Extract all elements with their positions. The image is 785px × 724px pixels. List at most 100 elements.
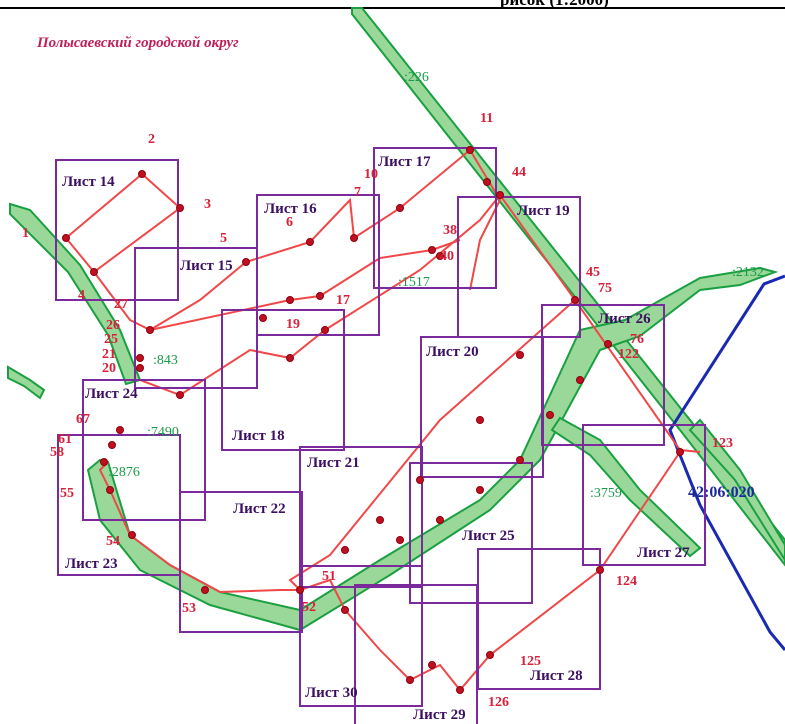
sheet-frames [55,147,706,724]
parcel-label: :2132 [732,265,764,280]
point-label: 123 [712,436,733,451]
sheet-frame-26 [541,304,665,446]
point-label: 44 [512,165,526,180]
sheet-frame-18 [221,309,345,451]
route-point [466,146,474,154]
route-point [546,411,554,419]
road-left-stub [7,365,46,400]
point-label: 52 [302,600,316,615]
route-lines [64,148,701,692]
point-labels: 1 2 3 4 5 6 7 10 11 17 19 20 21 25 26 27… [22,111,733,710]
point-label: 54 [106,534,120,549]
point-label: 126 [488,695,509,710]
route-point [316,292,324,300]
sheet-frame-30 [299,565,423,707]
route-point [376,516,384,524]
route-point [486,651,494,659]
region-title: Полысаевский городской округ [36,35,239,51]
parcel-label: :226 [404,70,429,85]
point-label: 51 [322,569,336,584]
sheet-label: Лист 14 [62,174,115,190]
route-point [350,234,358,242]
point-label: 122 [618,347,639,362]
road-east-strip [688,418,785,562]
point-label: 20 [102,361,116,376]
route-point [496,191,504,199]
route-point [176,204,184,212]
route-point [136,364,144,372]
district-label: 42:06:020 [688,484,755,501]
point-label: 53 [182,601,196,616]
header-title: рисок (1:2000) [500,0,609,9]
sheet-frame-29 [354,584,478,724]
point-label: 17 [336,293,350,308]
route-point [286,296,294,304]
point-label: 76 [630,332,644,347]
point-label: 40 [440,249,454,264]
parcel-label: :843 [153,353,178,368]
sheet-frame-17 [373,147,497,289]
route-point [146,326,154,334]
route-point [396,536,404,544]
point-label: 55 [60,486,74,501]
sheet-label: Лист 18 [232,428,285,444]
point-label: 58 [50,445,64,460]
route-segment-e [98,461,300,594]
parcel-label: :2876 [108,465,140,480]
route-point [62,234,70,242]
route-point [116,426,124,434]
route-segment-b [149,239,461,331]
route-point [676,448,684,456]
point-label: 27 [114,297,128,312]
district-boundary [668,274,785,651]
point-label: 67 [76,412,90,427]
sheet-label: Лист 26 [598,311,651,327]
sheet-label: Лист 17 [378,154,431,170]
route-point [428,246,436,254]
route-point [396,204,404,212]
route-point [106,486,114,494]
sheet-label: Лист 20 [426,344,479,360]
sheet-frame-24 [82,379,206,521]
sheet-label: Лист 19 [517,203,570,219]
sheet-frame-16 [256,194,380,336]
road-main-curve [86,266,779,632]
sheet-frame-21 [299,446,423,588]
sheet-frame-14 [55,159,179,301]
route-point [476,486,484,494]
sheet-frame-23 [57,434,181,576]
route-point [100,458,108,466]
point-label: 4 [78,288,85,303]
point-label: 10 [364,167,378,182]
parcel-label: :1517 [398,275,430,290]
sheet-label: Лист 16 [264,201,317,217]
route-segment-a [93,148,502,332]
route-point [341,606,349,614]
route-point [571,296,579,304]
sheet-label: Лист 28 [530,668,583,684]
parcel-labels: :226 :1517 :843 :7490 :2876 :3759 :2132 [108,70,764,501]
sheet-label: Лист 25 [462,528,515,544]
route-point [416,476,424,484]
sheet-label: Лист 27 [637,545,690,561]
road-right-spur [550,416,702,558]
sheet-labels: Лист 14 Лист 15 Лист 16 Лист 17 Лист 18 … [62,154,690,723]
route-point [108,441,116,449]
route-point [516,351,524,359]
point-label: 11 [480,111,493,126]
point-label: 2 [148,132,155,147]
route-point [306,238,314,246]
route-point [259,314,267,322]
point-label: 1 [22,226,29,241]
route-point [596,566,604,574]
point-label: 38 [443,223,457,238]
route-points [62,146,684,694]
route-point [286,354,294,362]
route-point [476,416,484,424]
point-label: 21 [102,347,116,362]
sheet-frame-27 [582,424,706,566]
point-label: 45 [586,265,600,280]
route-point [576,376,584,384]
route-point [242,258,250,266]
